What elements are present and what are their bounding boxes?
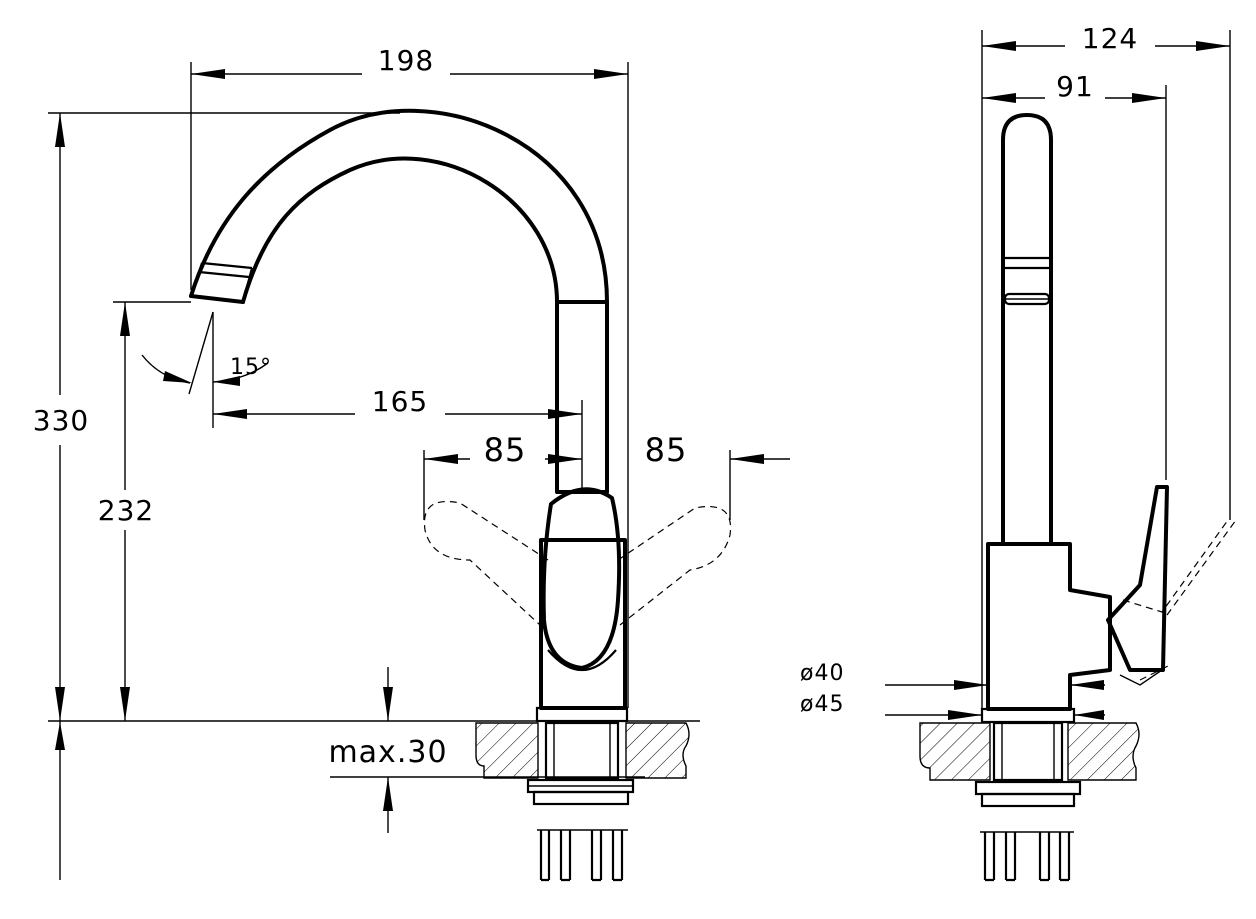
dim-label: 165	[372, 385, 428, 418]
dim-label: 15°	[230, 355, 272, 380]
side-supply-hoses	[980, 831, 1074, 882]
shank	[544, 721, 620, 780]
side-spout	[1001, 113, 1053, 546]
lever-swing-right	[617, 505, 732, 626]
dim-overall-depth: 124	[981, 22, 1231, 709]
dim-diameters: ø40 ø45	[800, 661, 1105, 720]
dim-label: 85	[645, 431, 688, 469]
dim-label: 330	[33, 404, 89, 437]
dim-label: ø45	[800, 692, 844, 717]
supply-hoses	[537, 829, 628, 882]
spout-column	[555, 300, 609, 494]
dim-spout-height: 232	[98, 301, 191, 721]
side-body	[986, 542, 1112, 711]
dim-label: ø40	[800, 661, 844, 686]
dim-spout-projection: 165	[212, 385, 583, 490]
body-column	[539, 538, 627, 710]
dim-lever-swing: 85 85	[423, 431, 790, 520]
dim-overall-reach: 198	[190, 44, 629, 708]
aerator	[189, 261, 254, 304]
dim-label: 198	[378, 44, 434, 77]
dim-label: 91	[1056, 70, 1094, 103]
handle-lever	[541, 487, 622, 670]
curved-spout	[189, 108, 609, 304]
lever-swing-left	[423, 500, 549, 626]
dim-counter-thickness: max.30	[328, 667, 645, 833]
dim-spout-angle: 15°	[141, 311, 272, 395]
dim-label: max.30	[328, 735, 447, 770]
side-fixing-nut	[974, 780, 1082, 796]
side-counter-right	[1067, 722, 1140, 781]
dim-overall-height: 330	[33, 112, 700, 880]
side-counter-left	[919, 722, 991, 781]
dim-label: 232	[98, 494, 154, 527]
dim-label: 124	[1082, 22, 1138, 55]
dim-spout-depth: 91	[982, 70, 1167, 480]
side-view: 124 91 ø40 ø45	[800, 22, 1237, 882]
counter-left-section	[475, 722, 539, 779]
dim-label: 85	[484, 431, 527, 469]
counter-right-section	[625, 722, 690, 779]
front-view: 198 330 232	[33, 44, 790, 882]
side-handle	[1106, 485, 1169, 672]
